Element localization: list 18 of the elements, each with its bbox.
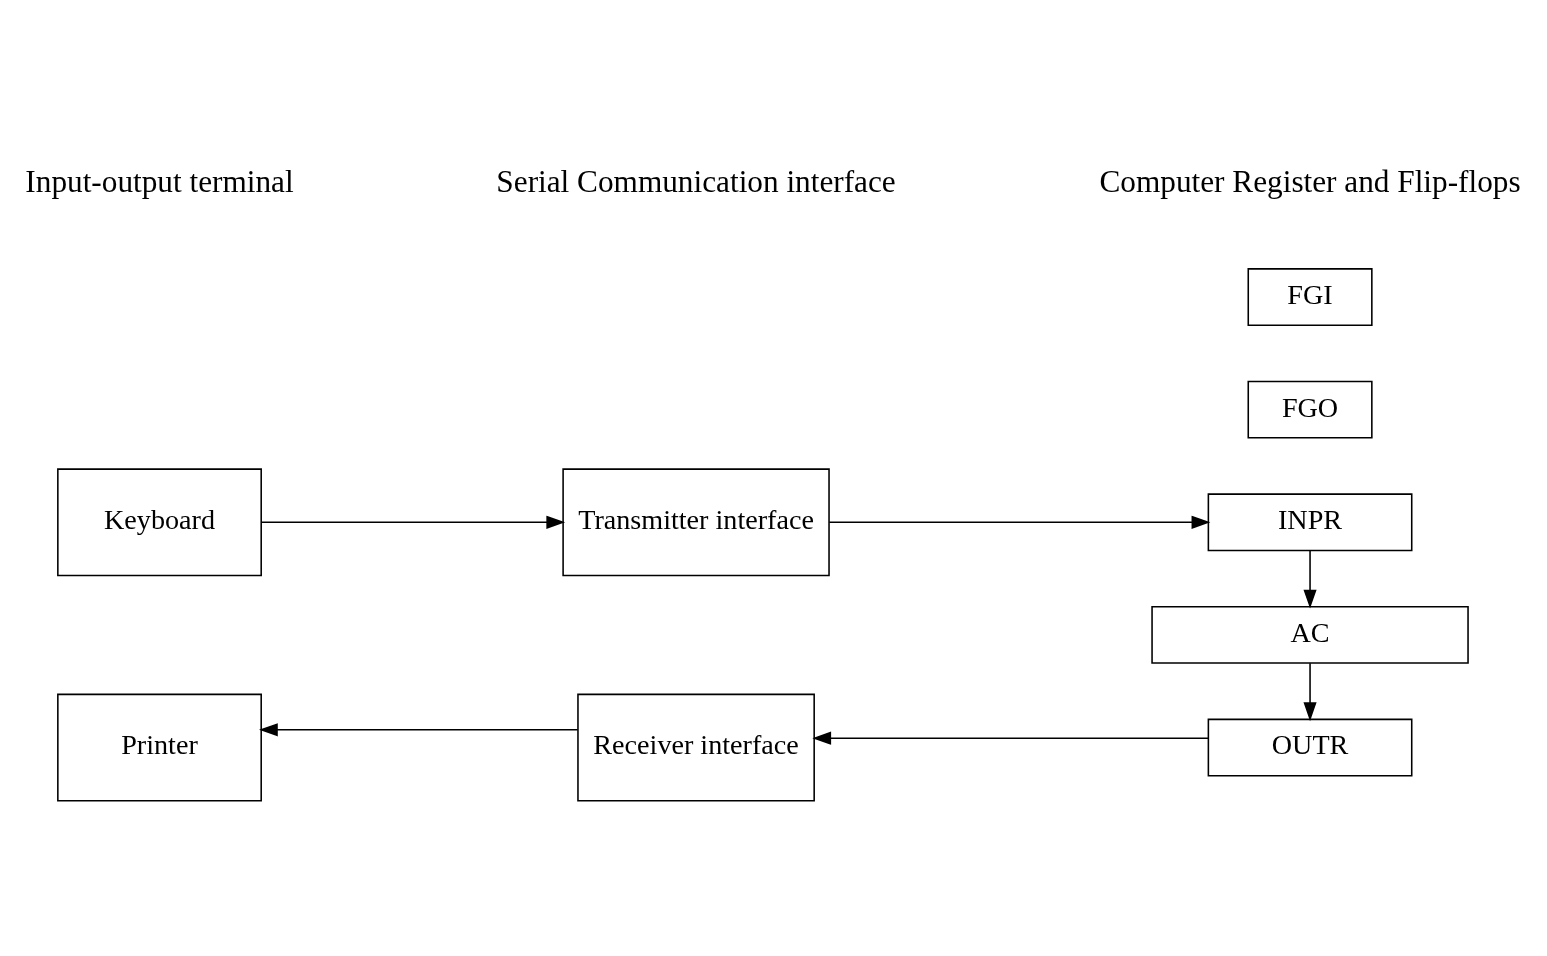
node-box: INPR: [1207, 492, 1413, 551]
arrow: [260, 515, 566, 529]
label: Serial Communication interface: [496, 163, 896, 199]
node-box: AC: [1151, 605, 1469, 664]
node-box: FGI: [1247, 267, 1373, 326]
node-box: Keyboard: [57, 467, 262, 576]
label: Input-output terminal: [25, 163, 294, 199]
arrow: [828, 515, 1211, 529]
arrow: [1303, 662, 1317, 721]
label: Computer Register and Flip-flops: [1099, 163, 1521, 199]
node-box: OUTR: [1207, 718, 1413, 776]
node-box: FGO: [1247, 380, 1373, 439]
arrow: [259, 722, 579, 736]
node-box: Printer: [57, 693, 262, 801]
arrow: [1303, 549, 1317, 608]
arrow: [812, 731, 1209, 745]
node-box: Receiver interface: [577, 693, 815, 801]
node-box: Transmitter interface: [562, 467, 830, 576]
